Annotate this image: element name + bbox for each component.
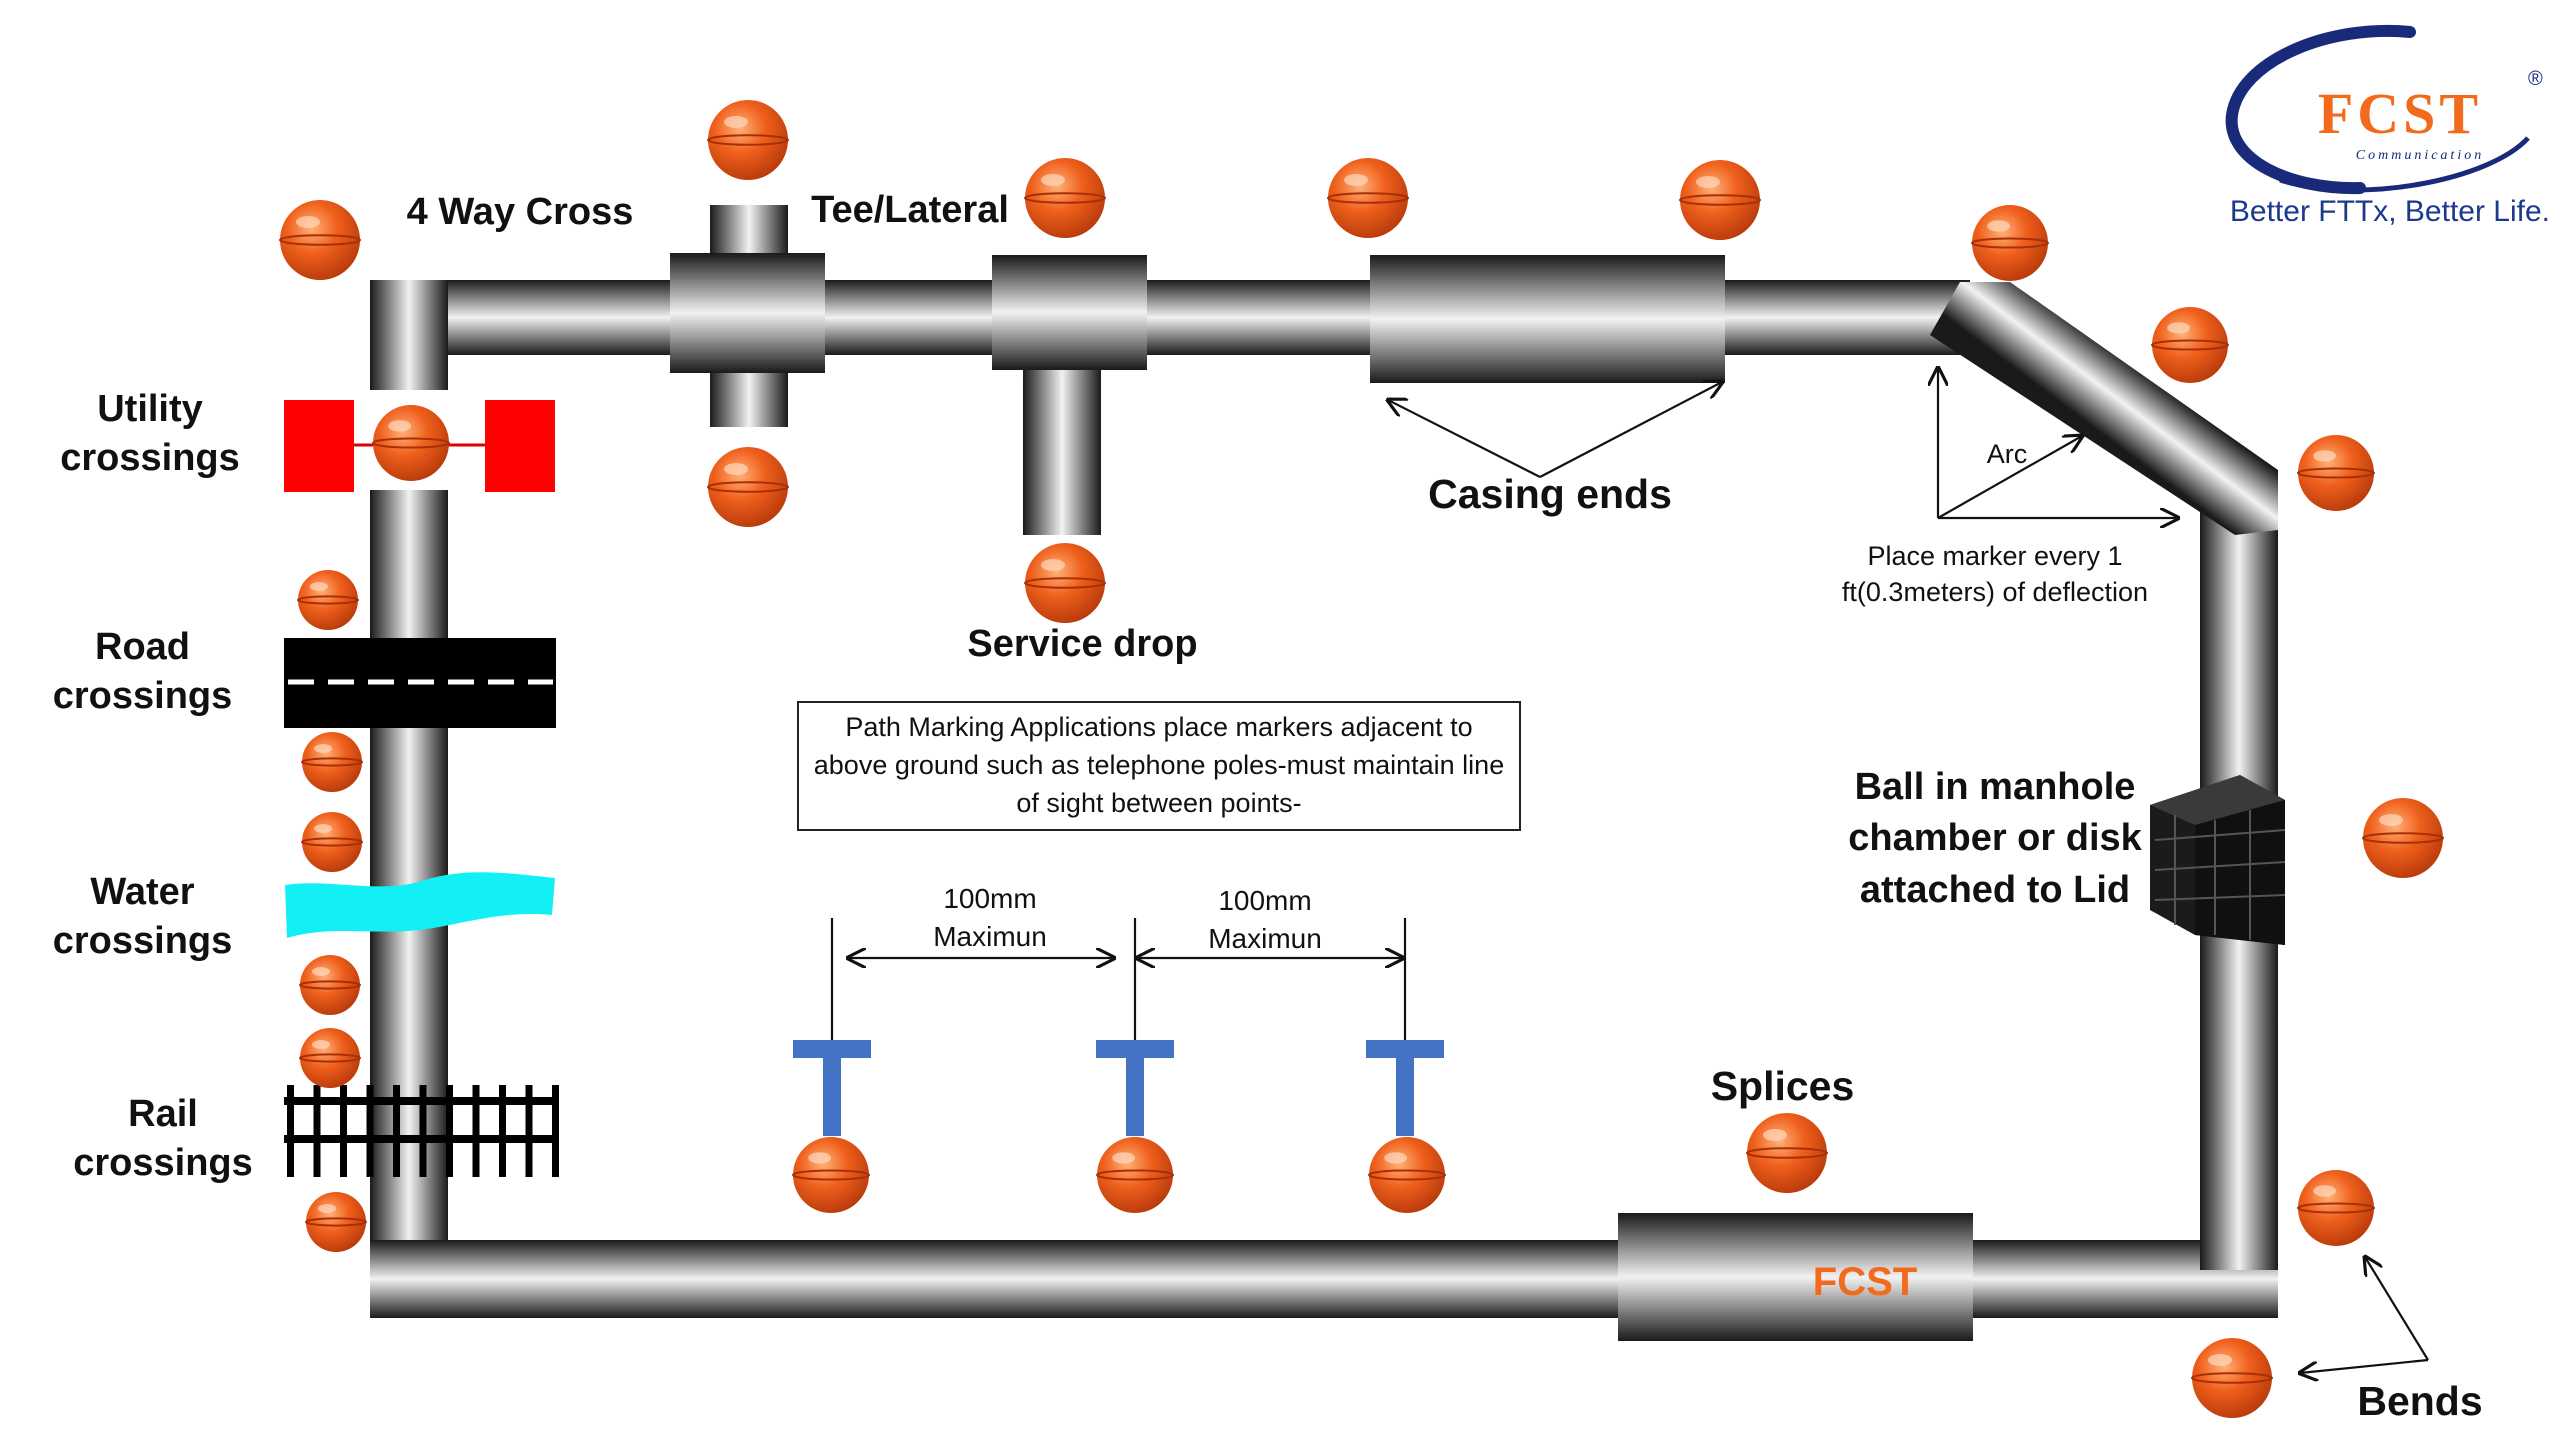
fcst-logo: FCST Communication ® bbox=[2210, 20, 2550, 240]
marker-ball-icon bbox=[1096, 1137, 1174, 1213]
utility-block-left bbox=[284, 400, 354, 492]
brand-tagline: Better FTTx, Better Life. bbox=[2229, 195, 2550, 228]
label-splices: Splices bbox=[1710, 1063, 1855, 1109]
logo-text: FCST bbox=[2317, 81, 2483, 146]
marker-ball-icon bbox=[1024, 158, 1106, 238]
marker-ball-icon bbox=[707, 100, 789, 180]
label-utility-crossings: Utility crossings bbox=[60, 388, 240, 480]
pipe-top bbox=[370, 280, 1970, 355]
logo-subtitle: Communication bbox=[2355, 148, 2485, 163]
casing bbox=[1370, 255, 1725, 383]
tee-fitting-body bbox=[992, 255, 1147, 370]
pipe-left-lower bbox=[370, 490, 448, 1240]
marker-ball-icon bbox=[707, 447, 789, 527]
bends-arrow-up bbox=[2365, 1257, 2429, 1361]
rail-tie bbox=[499, 1085, 506, 1177]
label-deflection-note: Place marker every 1 ft(0.3meters) of de… bbox=[1841, 541, 2149, 608]
casing-arrow-left bbox=[1388, 400, 1541, 478]
label-tee-lateral: Tee/Lateral bbox=[811, 189, 1009, 231]
marker-post-icon bbox=[1366, 1040, 1444, 1136]
marker-ball-icon bbox=[372, 405, 450, 481]
label-water-crossings: Water crossings bbox=[52, 871, 233, 963]
marker-ball-icon bbox=[2362, 798, 2444, 878]
label-arc: Arc bbox=[1986, 439, 2028, 469]
arc-diagonal bbox=[1937, 436, 2082, 519]
marker-ball-icon bbox=[1971, 205, 2049, 281]
label-bends: Bends bbox=[2357, 1378, 2483, 1424]
rail-tie bbox=[340, 1085, 347, 1177]
rail-tie bbox=[552, 1085, 559, 1177]
spacing-label-2: 100mm Maximun bbox=[1180, 882, 1350, 958]
marker-balls bbox=[279, 100, 2444, 1418]
rail-tie bbox=[446, 1085, 453, 1177]
water-crossing bbox=[285, 872, 555, 938]
pipe-left-upper bbox=[370, 280, 448, 390]
marker-ball-icon bbox=[2297, 435, 2375, 511]
marker-ball-icon bbox=[792, 1137, 870, 1213]
pipe-bend-diagonal bbox=[1930, 282, 2278, 535]
spacing-value-2: 100mm bbox=[1218, 885, 1312, 916]
pipe-bottom bbox=[370, 1240, 2278, 1318]
casing-arrow-right bbox=[1539, 382, 1722, 478]
rail-tie bbox=[313, 1085, 321, 1177]
marker-ball-icon bbox=[305, 1192, 367, 1252]
marker-ball-icon bbox=[1327, 158, 1409, 238]
marker-ball-icon bbox=[1679, 160, 1761, 240]
manhole-chamber bbox=[2150, 775, 2286, 945]
label-4-way-cross: 4 Way Cross bbox=[406, 191, 634, 233]
marker-ball-icon bbox=[1024, 543, 1106, 623]
spacing-value-1: 100mm bbox=[943, 883, 1037, 914]
logo-swoosh-icon bbox=[2225, 25, 2530, 195]
marker-post-icon bbox=[1096, 1040, 1174, 1136]
marker-ball-icon bbox=[2191, 1338, 2273, 1418]
spacing-label-1: 100mm Maximun bbox=[905, 880, 1075, 956]
logo-registered-mark: ® bbox=[2528, 68, 2543, 90]
utility-crossing bbox=[284, 400, 555, 492]
rail-tie bbox=[525, 1085, 533, 1177]
service-drop-pipe bbox=[1023, 370, 1101, 535]
cross-fitting-body bbox=[670, 253, 825, 373]
label-manhole: Ball in manhole chamber or disk attached… bbox=[1848, 766, 2142, 911]
marker-ball-icon bbox=[1368, 1137, 1446, 1213]
path-marking-note: Path Marking Applications place markers … bbox=[797, 701, 1521, 831]
label-service-drop: Service drop bbox=[967, 623, 1198, 665]
marker-ball-icon bbox=[2151, 307, 2229, 383]
marker-ball-icon bbox=[299, 1028, 361, 1088]
annotation-arrows bbox=[830, 368, 2429, 1373]
bends-arrow-left bbox=[2300, 1358, 2429, 1373]
splice-casing bbox=[1618, 1213, 1973, 1341]
spacing-unit-2: Maximun bbox=[1208, 922, 1322, 954]
marker-post-icon bbox=[793, 1040, 871, 1136]
label-rail-crossings: Rail crossings bbox=[73, 1093, 253, 1185]
marker-ball-icon bbox=[2297, 1170, 2375, 1246]
marker-ball-icon bbox=[301, 732, 363, 792]
label-casing-ends: Casing ends bbox=[1428, 471, 1672, 517]
casing-fcst-watermark: FCST bbox=[1812, 1260, 1918, 1304]
rail-tie bbox=[393, 1085, 400, 1177]
rail-tie bbox=[366, 1085, 374, 1177]
marker-ball-icon bbox=[299, 955, 361, 1015]
label-road-crossings: Road crossings bbox=[52, 626, 233, 718]
rail-tie bbox=[287, 1085, 294, 1177]
rail-tie bbox=[419, 1085, 427, 1177]
marker-ball-icon bbox=[1746, 1113, 1828, 1193]
utility-block-right bbox=[485, 400, 555, 492]
rail-tie bbox=[472, 1085, 480, 1177]
spacing-unit-1: Maximun bbox=[933, 920, 1047, 952]
rail-crossing bbox=[284, 1085, 559, 1177]
marker-ball-icon bbox=[297, 570, 359, 630]
road-crossing bbox=[284, 638, 556, 728]
marker-ball-icon bbox=[301, 812, 363, 872]
marker-ball-icon bbox=[279, 200, 361, 280]
marker-posts bbox=[793, 1040, 1444, 1136]
